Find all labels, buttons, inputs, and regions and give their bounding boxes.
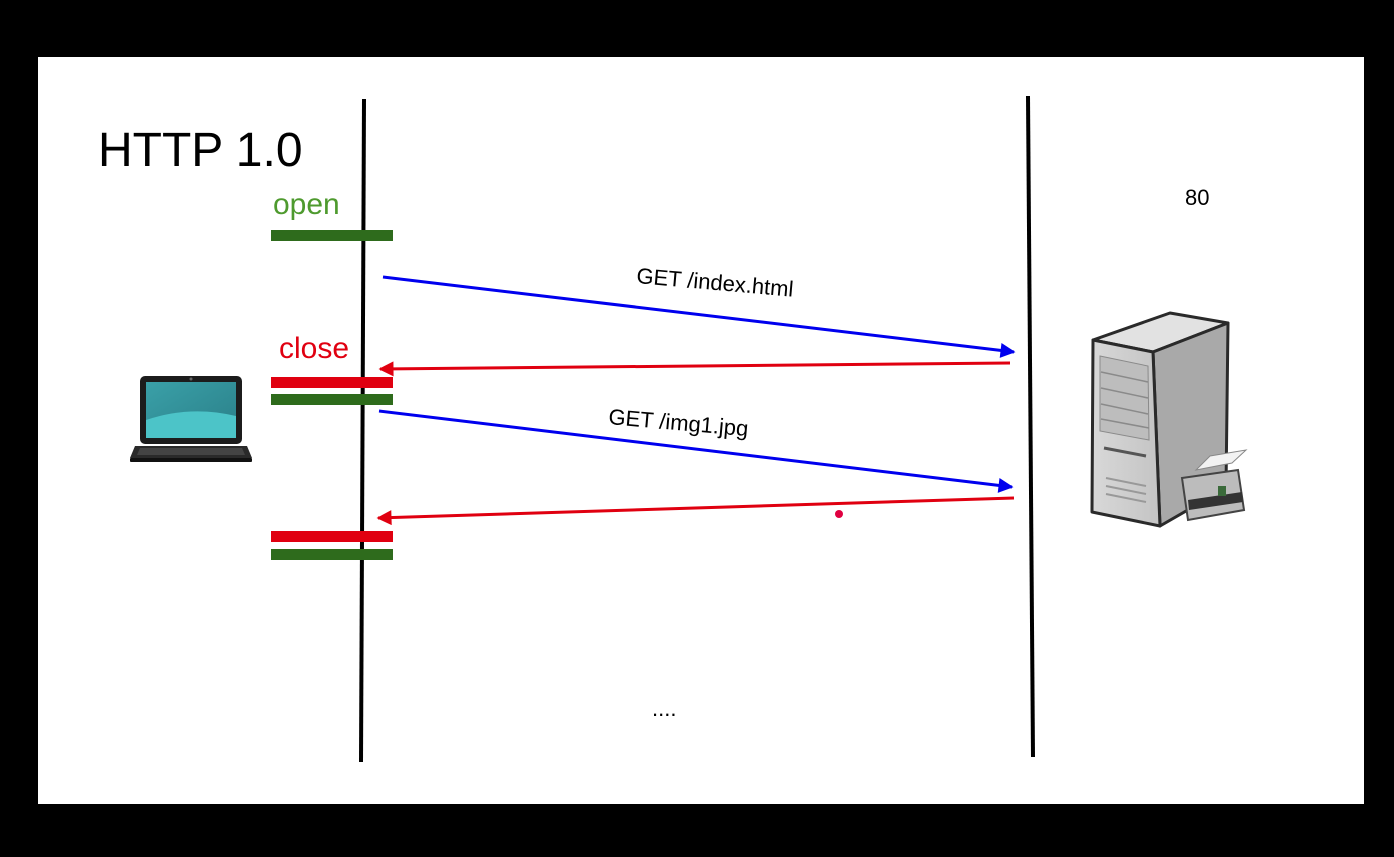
server-tower-icon [1092,313,1246,526]
laptop-icon [130,376,252,462]
annotation-dot [835,510,843,518]
continuation-ellipsis: .... [652,696,676,721]
diagram-title: HTTP 1.0 [98,124,303,177]
close-bar [271,377,393,388]
port-label: 80 [1185,185,1209,210]
open-label: open [273,188,340,221]
open-bar [271,230,393,241]
close-bar [271,531,393,542]
open-bar [271,549,393,560]
open-bar [271,394,393,405]
close-label: close [279,332,349,365]
